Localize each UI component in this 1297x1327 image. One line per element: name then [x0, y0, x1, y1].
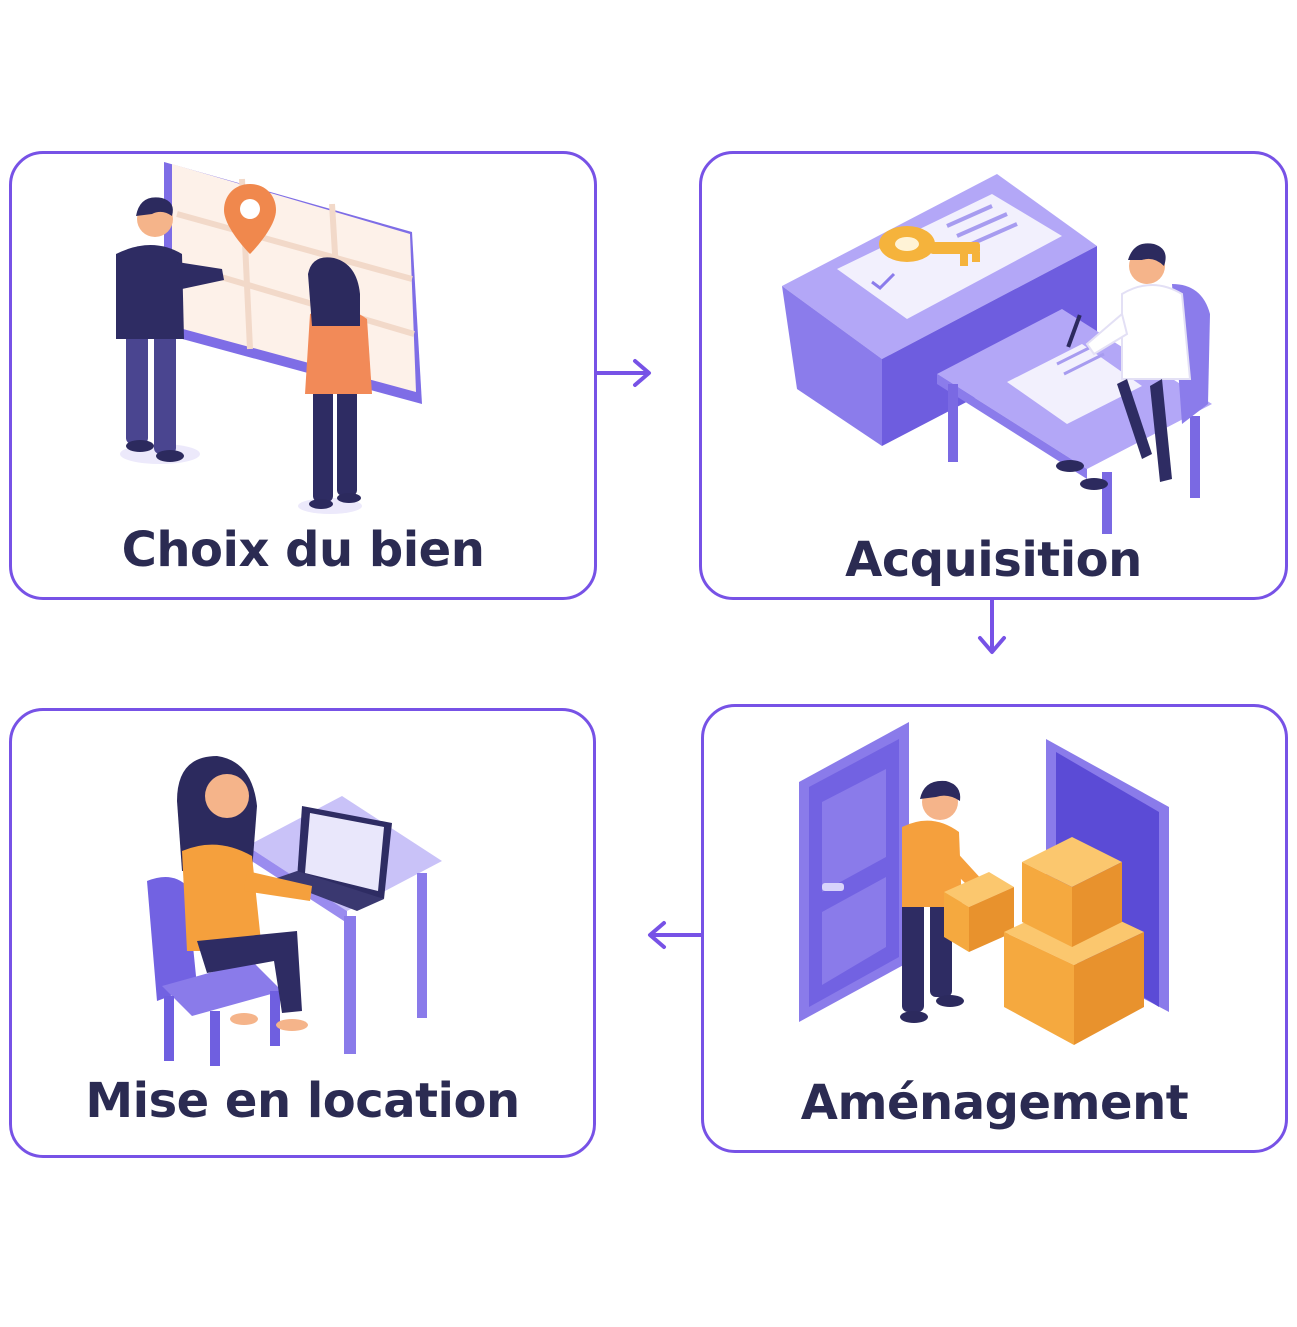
step-mise-en-location: Mise en location	[9, 708, 596, 1158]
arrow-left-icon	[648, 921, 702, 949]
map-pin-icon	[224, 184, 276, 254]
man-figure	[116, 197, 224, 464]
arrow-down-icon	[978, 600, 1006, 654]
chair	[147, 877, 282, 1066]
laptop-icon	[274, 806, 392, 911]
door-icon	[799, 722, 909, 1022]
box-icon	[944, 872, 1014, 952]
step-label: Acquisition	[845, 532, 1142, 588]
notary-figure	[1056, 243, 1210, 490]
woman-figure	[177, 756, 312, 1031]
arrow-right-icon	[597, 359, 651, 387]
step-acquisition: Acquisition	[699, 151, 1288, 600]
step-amenagement: Aménagement	[701, 704, 1288, 1153]
moving-scene-illustration	[799, 722, 1169, 1045]
step-label: Choix du bien	[121, 522, 485, 578]
map-scene-illustration	[116, 162, 422, 514]
key-icon	[879, 226, 980, 266]
notary-scene-illustration	[782, 174, 1212, 534]
laptop-scene-illustration	[147, 756, 442, 1066]
step-label: Aménagement	[800, 1075, 1189, 1131]
step-label: Mise en location	[85, 1073, 520, 1129]
box-icon	[1022, 837, 1122, 947]
woman-figure	[298, 257, 372, 514]
step-choix-du-bien: Choix du bien	[9, 151, 597, 600]
